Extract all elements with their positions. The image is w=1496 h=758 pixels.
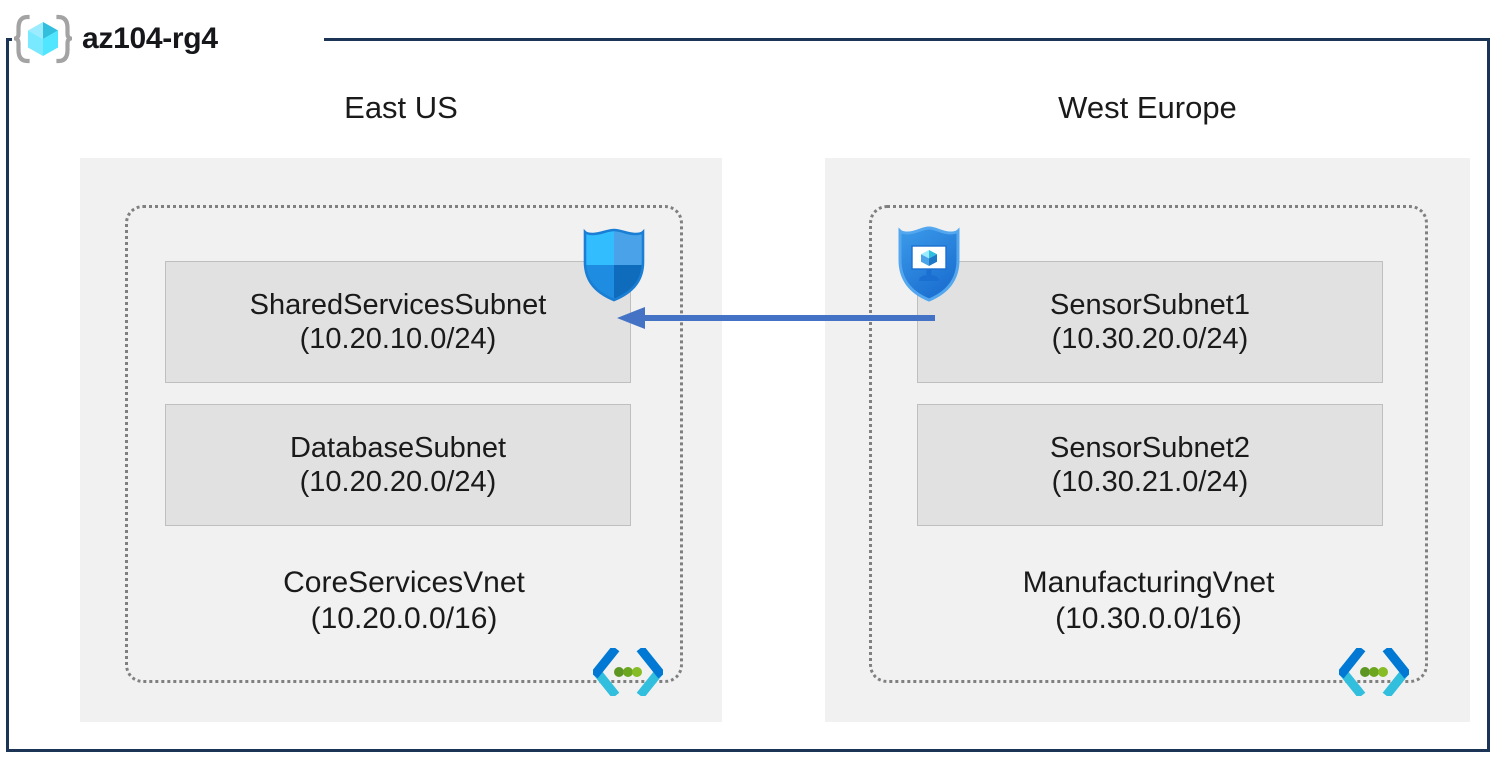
subnet-sensorsubnet1[interactable]: SensorSubnet1 (10.30.20.0/24) <box>917 261 1383 383</box>
vnet-cidr: (10.30.0.0/16) <box>1055 602 1242 635</box>
vnet-box-manufacturingvnet[interactable] <box>869 205 1428 683</box>
application-security-group-icon[interactable] <box>897 226 961 302</box>
vnet-cidr: (10.20.0.0/16) <box>310 602 498 635</box>
resource-group-boundary <box>6 38 1490 752</box>
resource-group-header: az104-rg4 <box>14 13 218 65</box>
subnet-cidr: (10.20.20.0/24) <box>299 466 497 498</box>
vnet-caption-manufacturingvnet: ManufacturingVnet (10.30.0.0/16) <box>869 565 1428 637</box>
subnet-name: DatabaseSubnet <box>289 431 507 464</box>
subnet-cidr: (10.20.10.0/24) <box>299 323 497 355</box>
subnet-name: SensorSubnet2 <box>1050 431 1250 464</box>
virtual-network-icon[interactable] <box>1339 648 1409 696</box>
resource-group-icon <box>14 14 72 64</box>
resource-group-title: az104-rg4 <box>82 22 218 55</box>
subnet-name: SensorSubnet1 <box>1050 288 1250 321</box>
subnet-cidr: (10.30.20.0/24) <box>1051 323 1249 355</box>
region-label-west-europe: West Europe <box>1058 90 1237 125</box>
vnet-caption-coreservicesvnet: CoreServicesVnet (10.20.0.0/16) <box>125 565 683 637</box>
region-label-east-us: East US <box>344 90 458 125</box>
vnet-box-coreservicesvnet[interactable] <box>125 205 683 683</box>
subnet-databasesubnet[interactable]: DatabaseSubnet (10.20.20.0/24) <box>165 404 631 526</box>
subnet-sensorsubnet2[interactable]: SensorSubnet2 (10.30.21.0/24) <box>917 404 1383 526</box>
network-security-group-icon[interactable] <box>583 228 645 302</box>
resource-group-header-mask <box>12 20 324 60</box>
vnet-name: CoreServicesVnet <box>283 566 525 599</box>
subnet-name: SharedServicesSubnet <box>249 288 547 321</box>
vnet-name: ManufacturingVnet <box>1022 566 1275 599</box>
subnet-cidr: (10.30.21.0/24) <box>1051 466 1249 498</box>
virtual-network-icon[interactable] <box>593 648 663 696</box>
vnet-peering-arrow[interactable] <box>615 300 935 340</box>
subnet-sharedservicessubnet[interactable]: SharedServicesSubnet (10.20.10.0/24) <box>165 261 631 383</box>
